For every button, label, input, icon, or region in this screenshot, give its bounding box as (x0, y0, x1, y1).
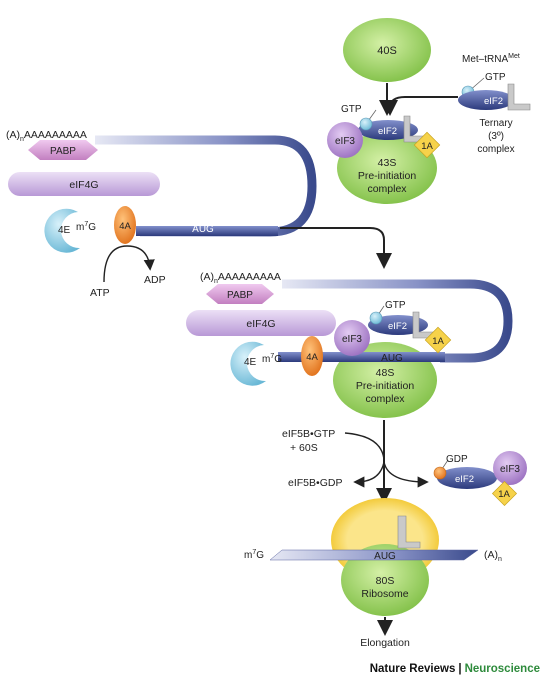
mrna-strand-bottom (269, 549, 479, 561)
eif2-ternary (458, 90, 514, 110)
ternary-label-2: (3º) (488, 131, 504, 142)
40s-subunit (343, 18, 431, 82)
journal-name: Neuroscience (464, 663, 540, 675)
eif2-48s-label: eIF2 (388, 321, 407, 332)
eif4g-top-label: eIF4G (69, 179, 98, 191)
ternary-label-3: complex (477, 144, 514, 155)
met-trna-shape (507, 83, 531, 111)
eif5b-gtp-label: eIF5B•GTP (282, 428, 335, 440)
eif2-released-label: eIF2 (455, 474, 474, 485)
mrna-strand-top (136, 226, 278, 236)
eif1a-released (491, 480, 518, 507)
eif4e-top (44, 208, 80, 253)
adp-label: ADP (144, 274, 166, 286)
m7g-bottom: m7G (244, 549, 264, 561)
elongation-label: Elongation (360, 637, 410, 649)
gtp-label: GTP (485, 72, 506, 83)
pabp-top (28, 140, 98, 160)
ternary-label-1: Ternary (479, 118, 512, 129)
eif5b-in-arrow (344, 432, 385, 461)
eif4e-mid-label: 4E (244, 357, 257, 368)
eif4g-mid (186, 310, 336, 336)
aug-top-label: AUG (192, 224, 214, 235)
eif4a-top-label: 4A (119, 221, 131, 232)
eif4g-mid-label: eIF4G (246, 318, 275, 330)
eif4g-top (8, 172, 160, 196)
credit-separator: | (458, 663, 462, 675)
met-trna-label: Met–tRNAMet (462, 53, 520, 65)
polya-bottom: (A)n (484, 549, 502, 563)
eif4a-top (114, 206, 136, 244)
publisher-credit: Nature Reviews|Neuroscience (370, 663, 540, 675)
eif2-released (437, 467, 497, 489)
80s-label-2: Ribosome (361, 588, 408, 600)
80s-label-1: 80S (376, 575, 395, 587)
eif3-43s (327, 122, 363, 158)
publisher-name: Nature Reviews (369, 663, 456, 675)
eif3-released-label: eIF3 (500, 464, 520, 475)
43s-complex (337, 132, 437, 204)
80s-ribosome (341, 544, 429, 616)
ternary-arrow (382, 96, 458, 116)
48s-label-3: complex (365, 393, 405, 405)
plus-60s-label: + 60S (290, 442, 318, 454)
to-48s-arrow (280, 227, 392, 269)
mrna-loop-mid (282, 279, 513, 363)
eif4a-mid (301, 336, 323, 376)
43s-label-1: 43S (378, 157, 397, 169)
m7g-top: m7G (76, 221, 96, 233)
eif1a-released-label: 1A (498, 489, 510, 500)
aug-mid-label: AUG (381, 353, 403, 364)
atp-adp-arrow (103, 245, 155, 283)
gtp-48s-bubble (369, 311, 383, 325)
eif5b-gdp-arrow (353, 461, 385, 488)
gtp-43s-label: GTP (341, 104, 362, 115)
polya-top: (A)nAAAAAAAAA (6, 129, 87, 143)
atp-label: ATP (90, 287, 110, 299)
m7g-mid: m7G (262, 353, 282, 365)
eif1a-43s-label: 1A (421, 141, 433, 152)
gdp-bubble (433, 466, 447, 480)
eif4e-top-label: 4E (58, 225, 71, 236)
43s-label-3: complex (367, 183, 407, 195)
eif4e-mid (230, 341, 266, 386)
eif2-43s (358, 120, 418, 140)
pabp-top-label: PABP (50, 146, 76, 157)
eif4a-mid-label: 4A (306, 352, 318, 363)
eif2-ternary-label: eIF2 (484, 96, 503, 107)
48s-label-1: 48S (376, 367, 395, 379)
mrna-loop-top (95, 135, 317, 237)
gtp-48s-label: GTP (385, 300, 406, 311)
48s-label-2: Pre-initiation (356, 380, 415, 392)
release-arrow (383, 461, 429, 488)
polya-mid: (A)nAAAAAAAAA (200, 271, 281, 285)
eif1a-48s-label: 1A (432, 336, 444, 347)
eif3-48s (334, 320, 370, 356)
eif1a-48s (424, 326, 452, 354)
40s-label: 40S (377, 45, 397, 57)
aug-bottom-label: AUG (374, 551, 396, 562)
eif3-released (493, 451, 527, 485)
gdp-label: GDP (446, 454, 468, 465)
43s-label-2: Pre-initiation (358, 170, 417, 182)
eif2-43s-label: eIF2 (378, 126, 397, 137)
eif3-43s-label: eIF3 (335, 136, 355, 147)
gtp-43s-bubble (359, 117, 373, 131)
eif5b-gdp-label: eIF5B•GDP (288, 477, 342, 489)
pabp-mid-label: PABP (227, 290, 253, 301)
trna-80s (397, 515, 421, 549)
eif3-48s-label: eIF3 (342, 334, 362, 345)
eif1a-43s (413, 131, 441, 159)
pabp-mid (206, 284, 274, 304)
